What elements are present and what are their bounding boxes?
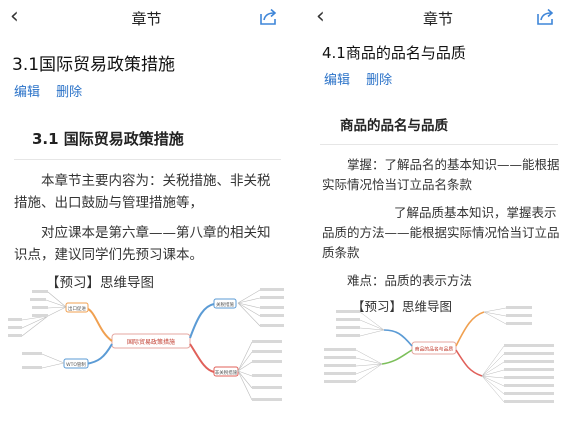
preview-label: 【预习】思维导图	[352, 299, 453, 314]
section-heading: 3.1 国际贸易政策措施	[32, 130, 184, 148]
mind-map-center-label: 商品的品名与品质	[415, 346, 454, 353]
edit-link[interactable]: 编辑	[324, 73, 351, 88]
mind-map-image[interactable]: 商品的品名与品质	[316, 306, 566, 406]
paragraph-textbook: 对应课本是第六章——第八章的相关知识点，建议同学们先预习课本。	[14, 225, 271, 263]
page-title: 章节	[131, 10, 162, 28]
delete-link[interactable]: 删除	[366, 73, 393, 88]
chapter-title: 4.1商品的品名与品质	[322, 44, 466, 62]
back-icon[interactable]: ‹	[10, 4, 19, 29]
paragraph-intro: 本章节主要内容为：关税措施、非关税措施、出口鼓励与管理措施等，	[14, 173, 271, 211]
paragraph-quality: 了解品质基本知识，掌握表示品质的方法——能根据实际情况恰当订立品质条款	[322, 205, 560, 260]
chapter-actions: 编辑 删除	[306, 69, 570, 88]
mind-map-branch-4: WTO管制	[66, 361, 86, 368]
preview-label: 【预习】思维导图	[46, 275, 154, 291]
mind-map-branch-3: 非关税措施	[215, 369, 238, 376]
mind-map-center-label: 国际贸易政策措施	[127, 338, 175, 346]
edit-link[interactable]: 编辑	[14, 85, 41, 100]
share-icon[interactable]	[259, 8, 279, 26]
section-heading: 商品的品名与品质	[340, 118, 448, 134]
mind-map-branch-1: 出口促进	[68, 305, 86, 312]
delete-link[interactable]: 删除	[56, 85, 83, 100]
right-screen: ‹ 章节 4.1商品的品名与品质 编辑 删除 商品的品名与品质 掌握：了解品名的…	[306, 0, 570, 427]
top-bar: ‹ 章节	[0, 0, 293, 36]
left-screen: ‹ 章节 3.1国际贸易政策措施 编辑 删除 3.1 国际贸易政策措施 本章节主…	[0, 0, 293, 406]
chapter-title: 3.1国际贸易政策措施	[12, 55, 176, 75]
mind-map-branch-2: 关税措施	[216, 301, 234, 308]
back-icon[interactable]: ‹	[316, 4, 325, 29]
paragraph-difficulty: 难点：品质的表示方法	[347, 273, 473, 288]
top-bar: ‹ 章节	[306, 0, 570, 36]
chapter-actions: 编辑 删除	[0, 81, 293, 100]
mind-map-image[interactable]: 国际贸易政策措施 出口促进 关税措施 非关税措施 WTO管制	[8, 286, 286, 406]
paragraph-master: 掌握：了解品名的基本知识——能根据实际情况恰当订立品名条款	[322, 157, 560, 192]
share-icon[interactable]	[536, 8, 556, 26]
divider	[14, 159, 281, 160]
divider	[320, 144, 558, 145]
page-title: 章节	[422, 10, 453, 28]
